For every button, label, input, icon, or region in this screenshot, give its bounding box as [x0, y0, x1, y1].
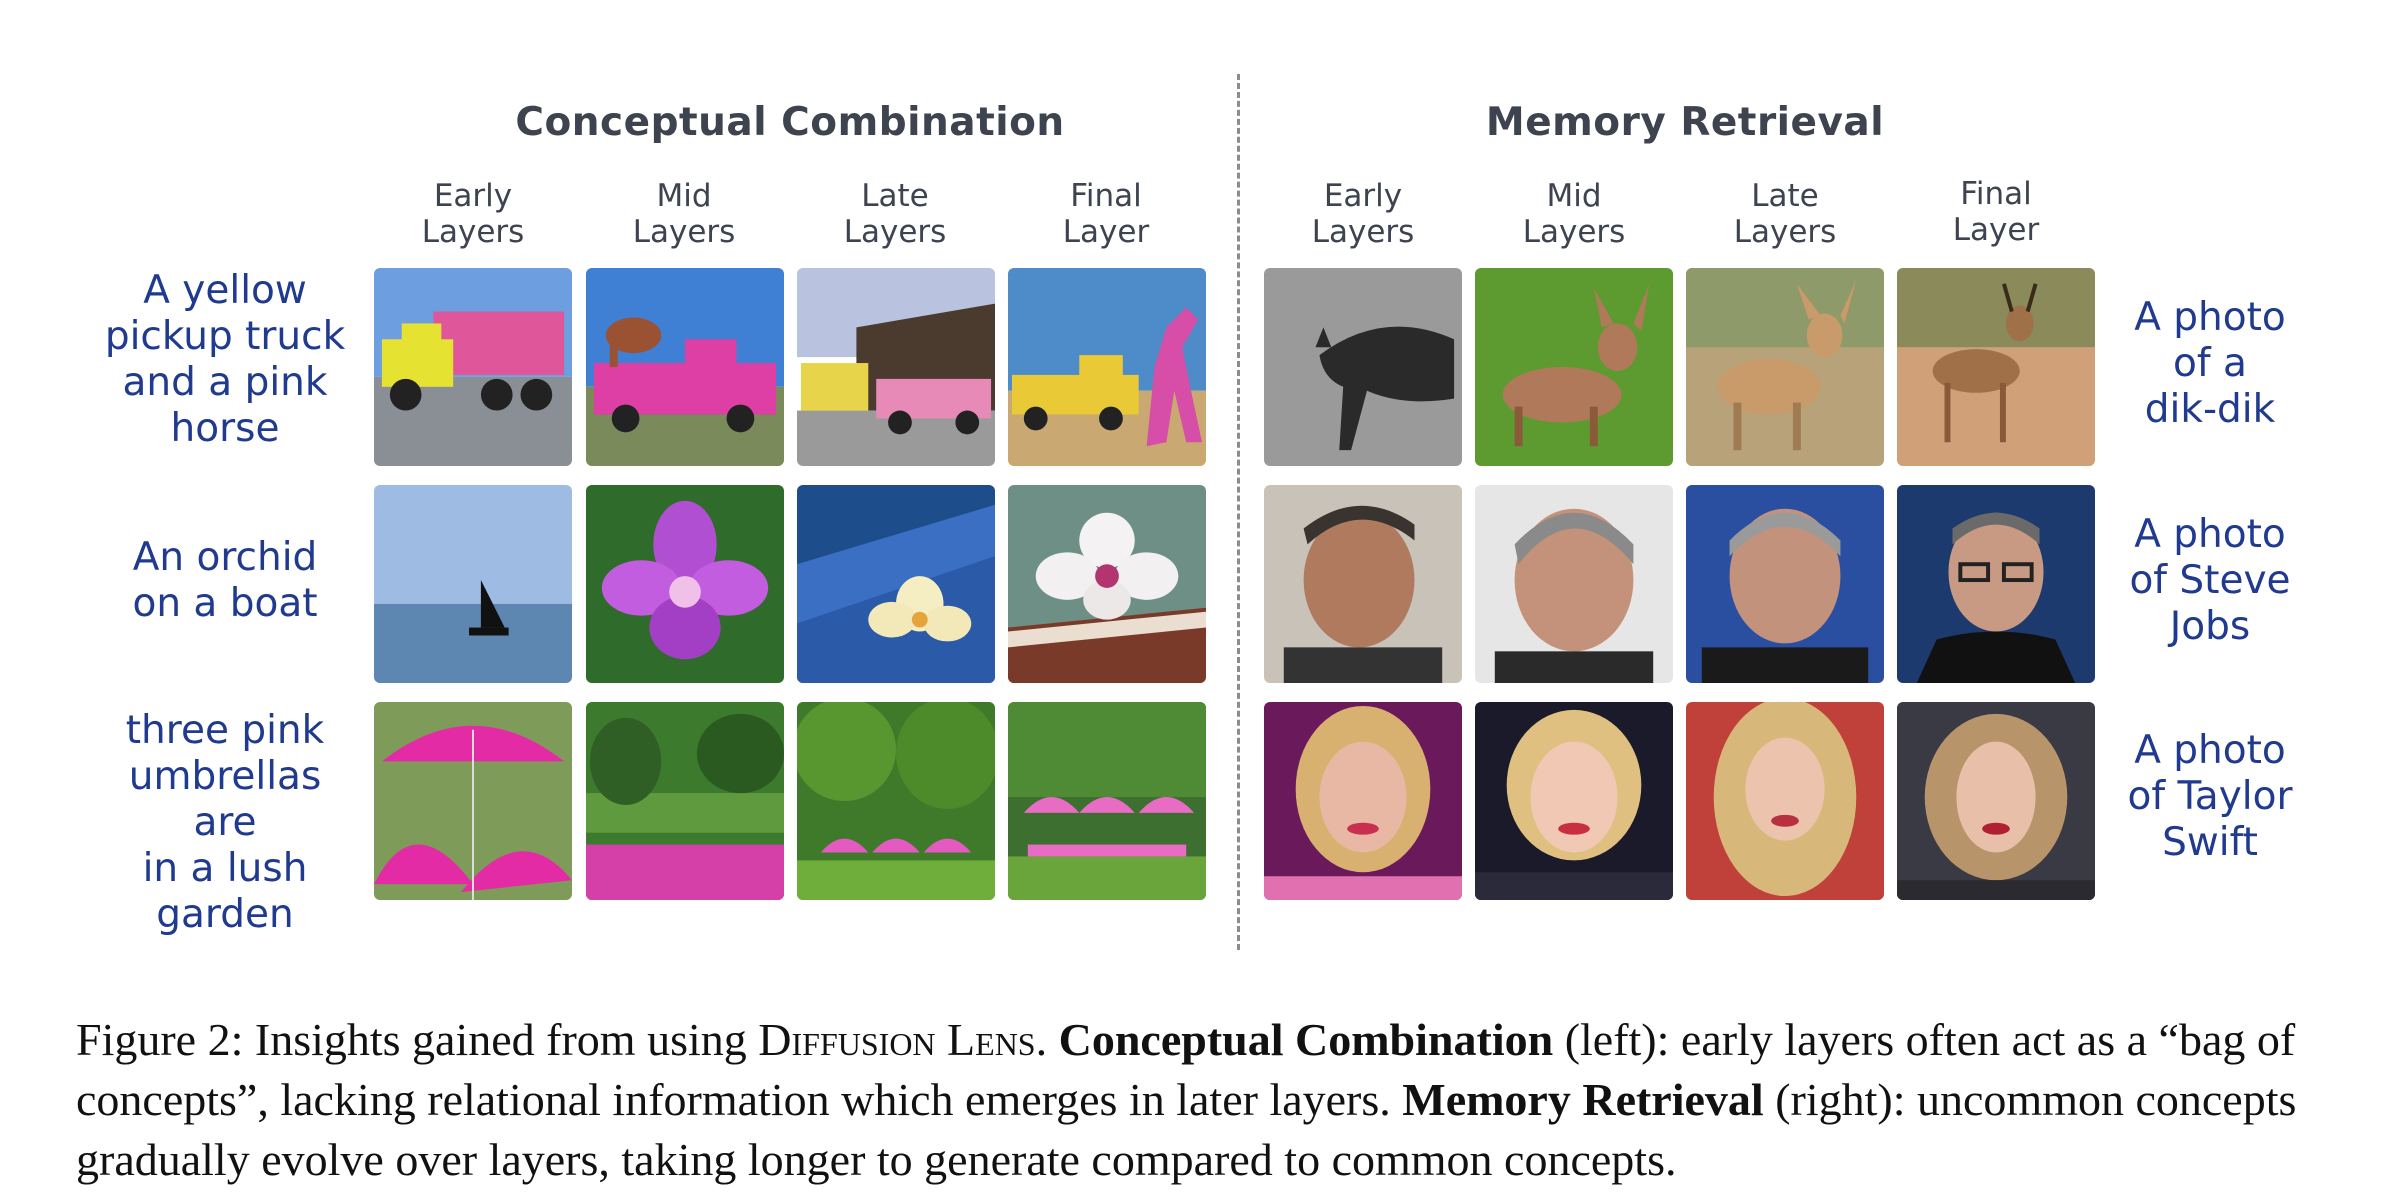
- image-orchid-final: [1008, 485, 1206, 683]
- figure-caption: Figure 2: Insights gained from using Dif…: [76, 1014, 2297, 1185]
- image-orchid-early: [374, 485, 572, 683]
- right-section-title: Memory Retrieval: [1485, 100, 1885, 145]
- image-swift-mid: [1475, 702, 1673, 900]
- image-umbrellas-late: [797, 702, 995, 900]
- image-umbrellas-final: [1008, 702, 1206, 900]
- section-divider: [1237, 74, 1240, 950]
- image-swift-final: [1897, 702, 2095, 900]
- image-jobs-late: [1686, 485, 1884, 683]
- image-orchid-mid: [586, 485, 784, 683]
- image-jobs-early: [1264, 485, 1462, 683]
- image-dikdik-mid: [1475, 268, 1673, 466]
- image-umbrellas-mid: [586, 702, 784, 900]
- image-orchid-late: [797, 485, 995, 683]
- image-jobs-final: [1897, 485, 2095, 683]
- image-dikdik-final: [1897, 268, 2095, 466]
- image-swift-late: [1686, 702, 1884, 900]
- left-section-title: Conceptual Combination: [515, 100, 1065, 145]
- image-truck-final: [1008, 268, 1206, 466]
- image-truck-late: [797, 268, 995, 466]
- image-swift-early: [1264, 702, 1462, 900]
- image-umbrellas-early: [374, 702, 572, 900]
- image-truck-mid: [586, 268, 784, 466]
- image-dikdik-late: [1686, 268, 1884, 466]
- image-dikdik-early: [1264, 268, 1462, 466]
- image-truck-early: [374, 268, 572, 466]
- image-jobs-mid: [1475, 485, 1673, 683]
